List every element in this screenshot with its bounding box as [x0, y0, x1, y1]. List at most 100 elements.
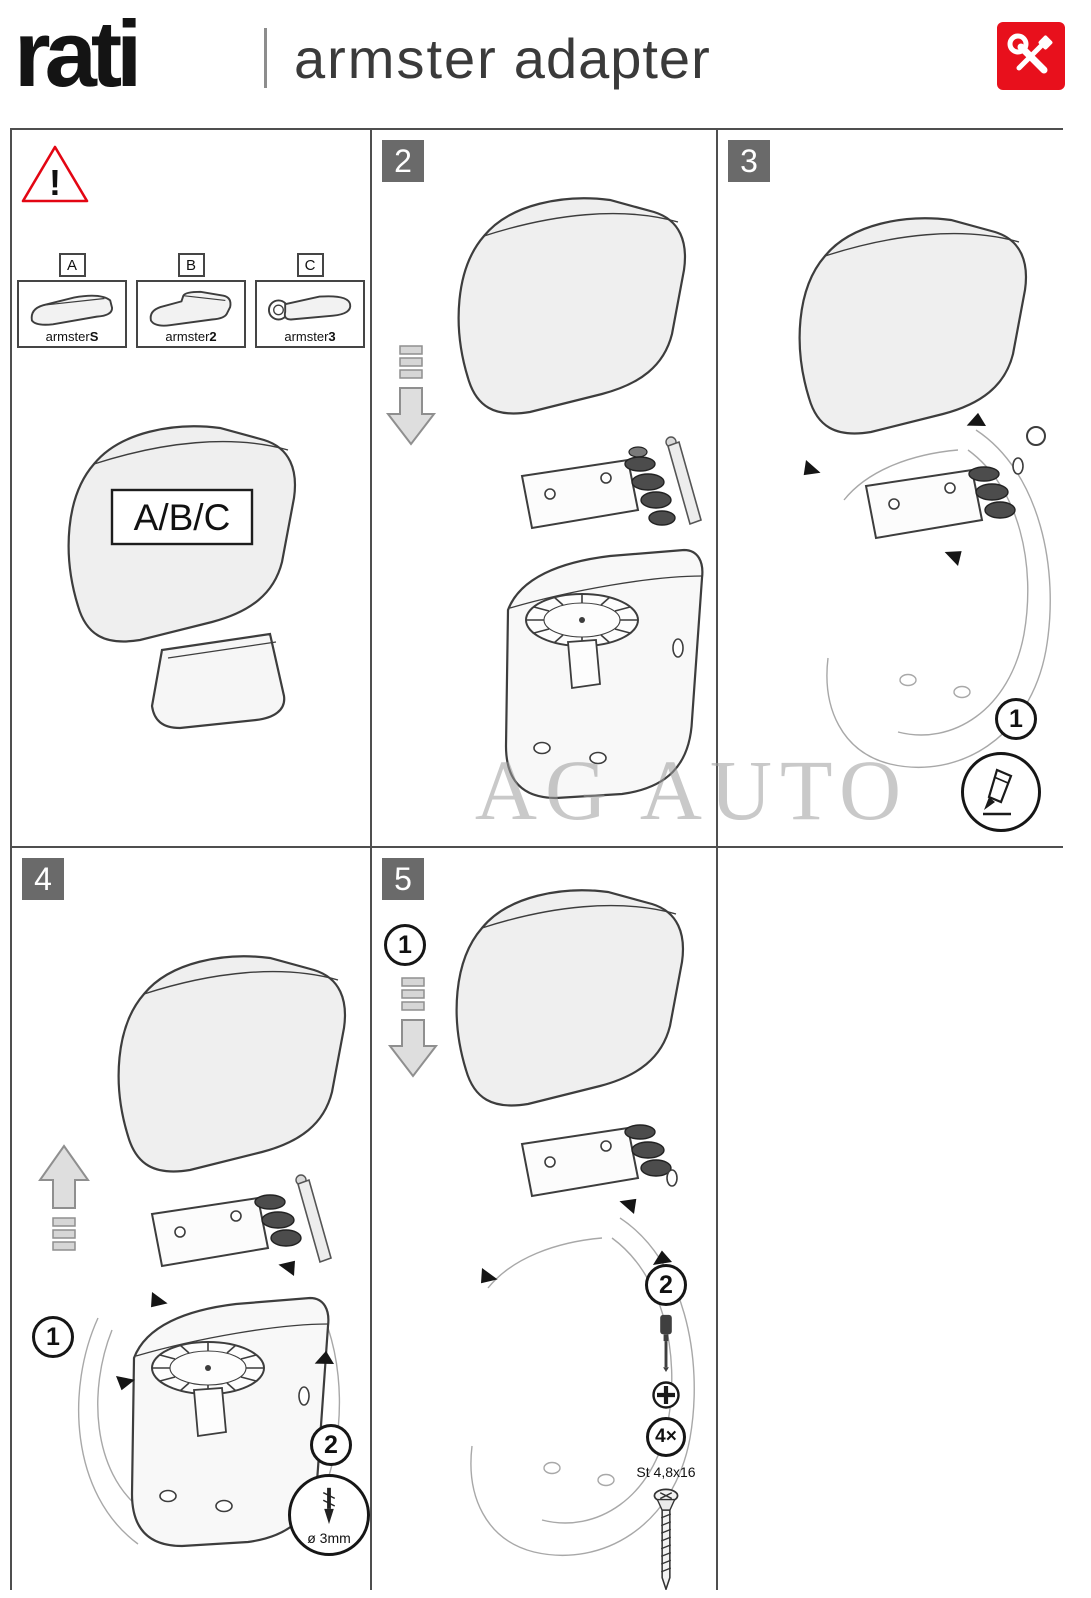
adapter-assembly — [864, 466, 1016, 540]
drill-step-badge: 2 — [310, 1424, 352, 1466]
panel-empty — [718, 848, 1065, 1590]
variant-suffix: 3 — [328, 329, 336, 344]
direction-arrow — [481, 1268, 498, 1284]
tools-icon — [997, 22, 1065, 90]
side-hole — [666, 1169, 678, 1187]
product-name: adapter — [513, 27, 711, 90]
marker-pen-circle — [961, 752, 1041, 832]
pivot-hole — [1026, 426, 1046, 446]
adapter-assembly — [520, 436, 702, 530]
screwdriver-icon — [660, 1314, 672, 1373]
combined-label-box — [110, 488, 254, 546]
up-arrow-icon — [38, 1144, 90, 1251]
variant-name: armster — [45, 329, 90, 344]
panel-variants: ! A armsterS B — [12, 130, 370, 846]
variant-suffix: S — [89, 329, 99, 344]
direction-arrow — [944, 551, 962, 566]
step-number-3: 3 — [728, 140, 770, 182]
wrench-screwdriver-icon — [1007, 33, 1053, 74]
armrest-illustration — [117, 955, 346, 1173]
rubber-boot — [624, 1124, 672, 1177]
rubber-boot — [624, 446, 676, 526]
variant-label: armsterS — [46, 330, 99, 343]
screw-icon — [653, 1488, 679, 1590]
variant-option-a: A armsterS — [16, 253, 128, 348]
gear-dial — [151, 1341, 265, 1438]
down-arrow-icon — [387, 977, 439, 1078]
marker-pen-icon — [983, 768, 1013, 816]
step-number-2: 2 — [382, 140, 424, 182]
panel-step-4: 4 — [12, 848, 370, 1590]
variant-letter: B — [177, 253, 205, 277]
variant-label: armster2 — [165, 330, 216, 343]
step2-illustration — [385, 197, 704, 800]
armrest-illustration — [457, 197, 686, 415]
variant-option-b: B armster2 — [135, 253, 247, 348]
phillips-head-icon — [652, 1381, 680, 1409]
variant-option-c: C armster3 — [254, 253, 366, 348]
mount-hole — [589, 751, 607, 765]
direction-arrow — [278, 1260, 295, 1276]
variant-box: armster3 — [255, 280, 365, 348]
product-line: armster — [294, 27, 498, 90]
console-base — [130, 1296, 330, 1548]
variant-letter: C — [296, 253, 324, 277]
hardware-column: 2 4× St 4,8x16 — [624, 1264, 708, 1590]
side-hole — [1012, 457, 1024, 475]
adapter-assembly — [520, 1124, 672, 1198]
combined-label: A/B/C — [134, 497, 231, 538]
warning-mark: ! — [49, 162, 61, 203]
drill-circle: ø 3mm — [288, 1474, 370, 1556]
step3-illustration — [798, 217, 1051, 769]
armster-2-icon — [149, 290, 232, 327]
armrest-illustration — [455, 889, 684, 1107]
direction-arrow — [151, 1292, 168, 1308]
armster-s-icon — [30, 294, 114, 326]
step5-illustration — [387, 889, 695, 1557]
variant-box: armster2 — [136, 280, 246, 348]
screw-hole — [544, 488, 556, 500]
panel-grid: ! A armsterS B — [10, 128, 1065, 1590]
down-arrow-icon — [385, 345, 437, 446]
direction-arrow — [803, 460, 821, 476]
armster-3-icon — [268, 295, 352, 321]
adapter-assembly — [150, 1174, 332, 1268]
brand-logo: rati — [14, 1, 142, 106]
pivot-pin — [295, 1174, 332, 1264]
mark-step-badge: 1 — [995, 698, 1037, 740]
panel-step-2: 2 — [372, 130, 716, 846]
header-divider — [264, 28, 267, 88]
console-base — [504, 548, 704, 800]
mount-hole — [533, 741, 551, 755]
direction-arrow — [966, 412, 986, 426]
rubber-boot — [968, 466, 1016, 519]
screw-hole — [600, 472, 612, 484]
panel-step-5: 5 1 — [372, 848, 716, 1590]
lift-step-badge: 1 — [32, 1316, 74, 1358]
armrest-illustration — [798, 217, 1027, 435]
direction-arrow — [619, 1198, 637, 1214]
warning-icon: ! — [21, 145, 89, 203]
direction-arrow — [314, 1350, 334, 1364]
variants-illustration: A/B/C — [67, 425, 296, 730]
place-step-badge: 1 — [384, 924, 426, 966]
pivot-pin — [665, 436, 702, 526]
variant-suffix: 2 — [209, 329, 217, 344]
gear-dial — [525, 593, 639, 690]
variant-name: armster — [284, 329, 329, 344]
side-hole — [672, 638, 684, 658]
variant-box: armsterS — [17, 280, 127, 348]
screw-spec-label: St 4,8x16 — [636, 1464, 696, 1480]
panel-step-3: 3 — [718, 130, 1065, 846]
rubber-boot — [254, 1194, 302, 1247]
drill-bit-icon — [322, 1487, 336, 1525]
variant-letter: A — [58, 253, 86, 277]
variant-name: armster — [165, 329, 210, 344]
variant-options: A armsterS B — [16, 253, 366, 348]
screw-step-badge: 2 — [645, 1264, 687, 1306]
step-number-4: 4 — [22, 858, 64, 900]
direction-arrow — [652, 1250, 672, 1265]
drill-size-label: ø 3mm — [307, 1530, 351, 1546]
step-number-5: 5 — [382, 858, 424, 900]
